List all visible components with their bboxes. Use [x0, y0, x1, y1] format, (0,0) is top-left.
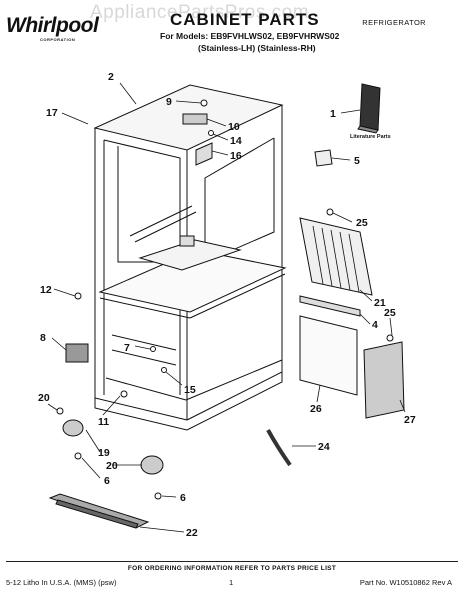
part-8-bracket: [65, 343, 89, 363]
rear-grille: [299, 217, 373, 296]
model-variants: (Stainless-LH) (Stainless-RH): [198, 43, 316, 53]
callout-6-right: 6: [180, 492, 186, 504]
callout-4: 4: [372, 319, 378, 331]
callout-5: 5: [354, 155, 360, 167]
base-grille: [48, 493, 150, 529]
callout-19: 19: [98, 447, 110, 459]
part-4-strip: [299, 295, 361, 317]
callout-20-lower: 20: [106, 460, 118, 472]
literature-booklet: [357, 83, 381, 134]
drain-tube: [266, 429, 292, 467]
callout-25-top: 25: [356, 217, 368, 229]
callout-8: 8: [40, 332, 46, 344]
callout-21: 21: [374, 297, 386, 309]
callout-7: 7: [124, 342, 130, 354]
callout-25-right: 25: [384, 307, 396, 319]
ordering-note: FOR ORDERING INFORMATION REFER TO PARTS …: [127, 565, 337, 572]
cabinet-body: [93, 84, 287, 431]
appliance-category: REFRIGERATOR: [362, 18, 426, 27]
callout-10: 10: [228, 121, 240, 133]
top-hinge-assembly: [182, 99, 214, 166]
callout-24: 24: [318, 441, 330, 453]
callout-22: 22: [186, 527, 198, 539]
callout-14: 14: [230, 135, 242, 147]
page-number: 1: [229, 578, 234, 587]
page-title: CABINET PARTS: [170, 10, 320, 29]
callout-15: 15: [184, 384, 196, 396]
brand-subtitle: CORPORATION: [40, 37, 76, 42]
document-part-number: Part No. W10510862 Rev A: [359, 578, 452, 587]
rear-panel: [299, 315, 358, 396]
callout-20-left: 20: [38, 392, 50, 404]
leader-lines: [47, 82, 406, 533]
part-5-cover: [314, 149, 333, 167]
footer-divider: [6, 561, 458, 562]
callout-26: 26: [310, 403, 322, 415]
callout-16: 16: [230, 150, 242, 162]
print-info: 5-12 Litho In U.S.A. (MMS) (psw): [6, 578, 117, 587]
roller-assemblies: [62, 419, 164, 500]
callout-1: 1: [330, 108, 336, 120]
callout-27: 27: [404, 414, 416, 426]
callout-17: 17: [46, 107, 58, 119]
callout-9: 9: [166, 96, 172, 108]
callout-6-left: 6: [104, 475, 110, 487]
callout-2: 2: [108, 71, 114, 83]
brand-logo: Whirlpool: [6, 14, 99, 37]
access-panel: [363, 341, 405, 419]
model-numbers: For Models: EB9FVHLWS02, EB9FVHRWS02: [160, 31, 340, 41]
literature-parts-label: Literature Parts: [350, 134, 391, 140]
callout-12: 12: [40, 284, 52, 296]
callout-11: 11: [98, 416, 109, 428]
